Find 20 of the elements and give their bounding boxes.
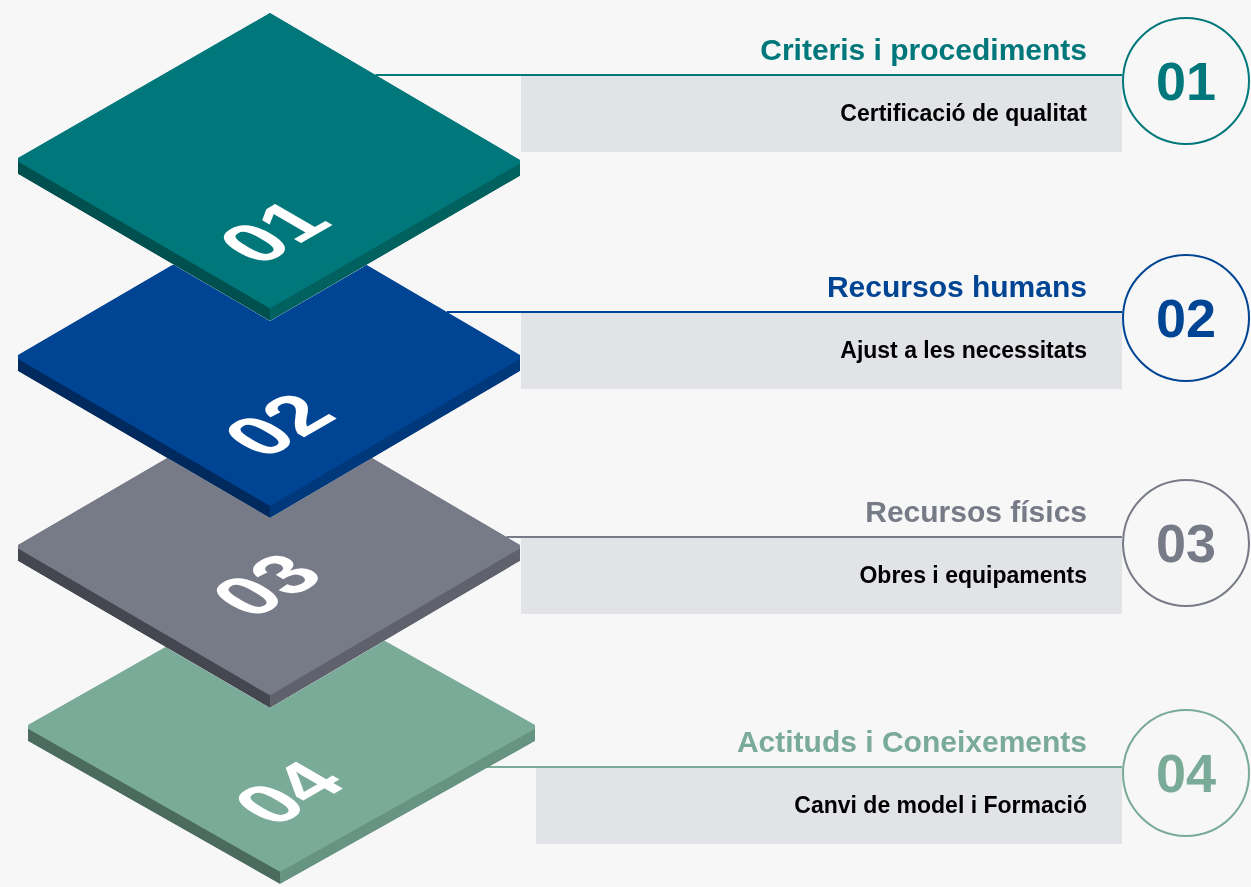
plate-number: 01 [201, 190, 345, 274]
section-title: Recursos humans [826, 272, 1087, 302]
plate-number: 02 [206, 383, 350, 467]
square-plate [18, 264, 520, 518]
plate-number: 03 [194, 543, 338, 627]
circle-number: 02 [1155, 291, 1217, 345]
section-subtitle: Canvi de model i Formació [794, 794, 1087, 817]
circle-number: 03 [1155, 516, 1217, 570]
section-title: Actituds i Coneixements [736, 727, 1087, 757]
square-plate [18, 13, 520, 321]
section-subtitle: Certificació de qualitat [840, 102, 1087, 125]
circle-number: 01 [1155, 54, 1217, 108]
circle-number: 04 [1155, 746, 1217, 800]
section-subtitle: Obres i equipaments [859, 564, 1087, 587]
square-plate [18, 458, 520, 708]
square-plate [28, 640, 535, 884]
section-subtitle: Ajust a les necessitats [840, 339, 1087, 362]
section-title: Recursos físics [865, 497, 1087, 527]
section-title: Criteris i procediments [760, 35, 1087, 65]
plate-number: 04 [216, 751, 360, 835]
